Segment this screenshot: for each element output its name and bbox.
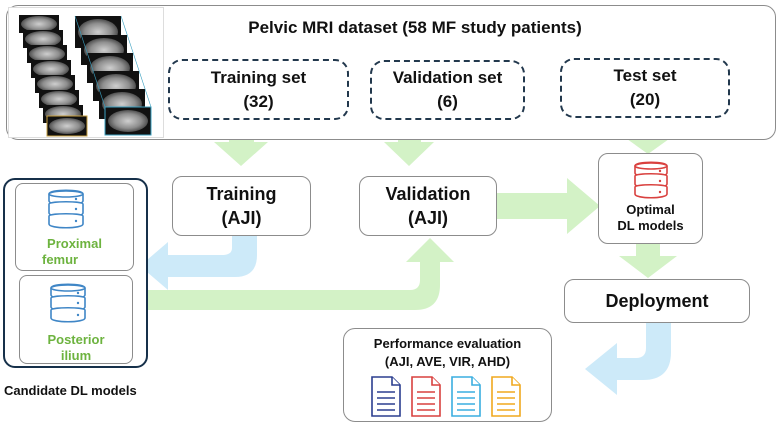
validation-step-label: Validation	[385, 184, 471, 204]
proximal-femur-box: Proximal femur	[15, 183, 134, 271]
database-icon	[50, 283, 86, 323]
validation-set-count: (6)	[437, 92, 458, 111]
posterior-ilium-line2: ilium	[60, 348, 92, 363]
validation-step-metric: (AJI)	[408, 208, 448, 228]
arrow-validation-set-to-validation	[384, 118, 434, 166]
mri-thumbnail	[8, 7, 164, 138]
training-set-count: (32)	[243, 91, 274, 111]
test-set-count: (20)	[629, 90, 661, 109]
test-set-label: Test set	[613, 66, 677, 85]
performance-evaluation-box: Performance evaluation (AJI, AVE, VIR, A…	[343, 328, 552, 422]
document-icon	[371, 376, 401, 417]
performance-evaluation-metrics: (AJI, AVE, VIR, AHD)	[384, 354, 511, 369]
training-set-label: Training set	[210, 67, 307, 87]
optimal-models-box: Optimal DL models	[598, 153, 703, 244]
validation-set-box: Validation set (6)	[370, 60, 525, 120]
document-icon	[491, 376, 521, 417]
training-set-box: Training set (32)	[168, 59, 349, 120]
candidate-models-caption: Candidate DL models	[4, 383, 137, 398]
database-icon	[634, 161, 668, 199]
optimal-models-line1: Optimal	[626, 202, 675, 217]
performance-evaluation-title: Performance evaluation	[373, 336, 522, 351]
optimal-models-label: Optimal DL models	[599, 202, 702, 234]
posterior-ilium-label: Posterior ilium	[20, 332, 132, 364]
document-icon	[411, 376, 441, 417]
posterior-ilium-line1: Posterior	[47, 332, 105, 347]
training-step-box: Training (AJI)	[172, 176, 311, 236]
proximal-femur-line2: femur	[42, 252, 79, 267]
arrow-optimal-to-deployment	[619, 244, 677, 278]
arrow-candidates-to-validation	[141, 238, 454, 310]
arrow-deployment-to-evaluation	[585, 323, 671, 395]
optimal-models-line2: DL models	[617, 218, 684, 233]
posterior-ilium-box: Posterior ilium	[19, 275, 133, 364]
validation-set-label: Validation set	[392, 68, 503, 87]
arrow-training-to-candidates	[140, 235, 257, 290]
arrow-validation-to-optimal	[497, 178, 600, 234]
proximal-femur-line1: Proximal	[47, 236, 102, 251]
dataset-title: Pelvic MRI dataset (58 MF study patients…	[248, 18, 582, 37]
deployment-box: Deployment	[564, 279, 750, 323]
training-step-metric: (AJI)	[221, 208, 262, 228]
mri-slice-stack-icon	[19, 15, 152, 137]
deployment-label: Deployment	[605, 291, 709, 311]
training-step-label: Training	[206, 184, 277, 204]
mri-stack-left	[19, 15, 88, 137]
arrow-training-set-to-training	[214, 118, 268, 166]
validation-step-box: Validation (AJI)	[359, 176, 497, 236]
mri-stack-right	[74, 15, 152, 136]
database-icon	[48, 189, 84, 229]
document-icons	[371, 376, 521, 417]
test-set-box: Test set (20)	[560, 58, 730, 118]
proximal-femur-label: Proximal femur	[16, 236, 133, 268]
document-icon	[451, 376, 481, 417]
